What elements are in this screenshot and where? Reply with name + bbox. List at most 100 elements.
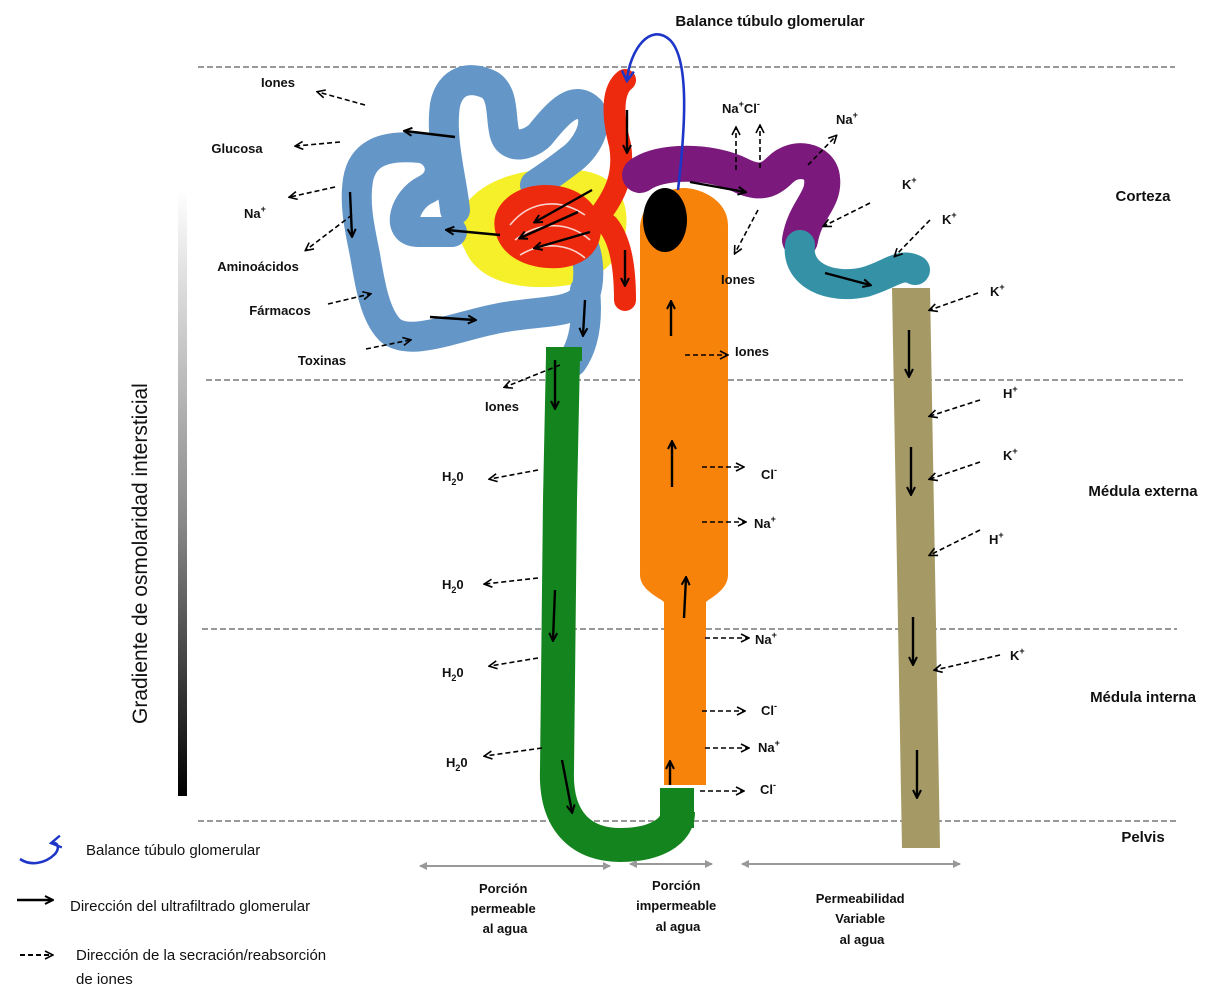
- label-impermeable-line1: Porción: [652, 878, 700, 893]
- label-cl-ascending-3-text: Cl: [760, 782, 773, 797]
- label-permeable-line1: Porción: [479, 881, 527, 896]
- label-na-cl-distal: Na+Cl-: [722, 99, 760, 116]
- label-water-3-h: H: [442, 665, 451, 680]
- label-na-proximal: Na+: [244, 204, 266, 221]
- charge-minus: -: [774, 701, 777, 711]
- zone-medula-externa: Médula externa: [1088, 483, 1198, 500]
- label-na-proximal-text: Na: [244, 206, 261, 221]
- label-porcion-impermeable: Porción impermeable al agua: [636, 878, 720, 934]
- label-k-collecting-2: K+: [1010, 646, 1025, 663]
- transport-arrow: [318, 92, 365, 105]
- label-h-collecting-2: H+: [989, 530, 1004, 547]
- label-water-4: H20: [446, 755, 468, 773]
- transport-arrow: [930, 293, 978, 310]
- label-water-4-o: 0: [460, 755, 467, 770]
- label-k-distal-1: K+: [902, 175, 917, 192]
- charge-plus: +: [771, 514, 776, 524]
- label-permeable-line2: permeable: [471, 901, 536, 916]
- charge-plus: +: [1012, 384, 1017, 394]
- label-cl-ascending-1: Cl-: [761, 465, 777, 482]
- label-k-distal-2: K+: [942, 210, 957, 227]
- label-variable-line2: Variable: [835, 911, 885, 926]
- osmolarity-gradient-bar: [178, 190, 187, 796]
- label-permeabilidad-variable: Permeabilidad Variable al agua: [816, 891, 909, 947]
- ascending-limb: [640, 188, 728, 785]
- legend-feedback-icon: [20, 843, 58, 863]
- legend-balance-label: Balance túbulo glomerular: [86, 842, 260, 859]
- label-cl-ascending-2: Cl-: [761, 701, 777, 718]
- label-water-3-o: 0: [456, 665, 463, 680]
- charge-plus: +: [772, 630, 777, 640]
- zone-pelvis: Pelvis: [1121, 829, 1164, 846]
- label-glucosa: Glucosa: [211, 141, 263, 156]
- water-labels: H20 H20 H20 H20: [442, 469, 468, 773]
- label-na-distal-right: Na+: [836, 110, 858, 127]
- macula-densa: [643, 188, 687, 252]
- charge-plus: +: [911, 175, 916, 185]
- label-iones-proximal: Iones: [261, 75, 295, 90]
- label-iones-distal: Iones: [721, 272, 755, 287]
- label-water-1-h: H: [442, 469, 451, 484]
- transport-arrow: [485, 748, 542, 756]
- label-variable-line1: Permeabilidad: [816, 891, 905, 906]
- label-iones-ascending: Iones: [735, 344, 769, 359]
- transport-arrow: [935, 655, 1000, 670]
- transport-arrow: [296, 142, 340, 146]
- transport-arrow: [930, 400, 980, 416]
- charge-plus: +: [998, 530, 1003, 540]
- label-toxinas: Toxinas: [298, 353, 346, 368]
- label-na-ascending-1: Na+: [754, 514, 776, 531]
- charge-plus: +: [1019, 646, 1024, 656]
- zone-medula-interna: Médula interna: [1090, 689, 1197, 706]
- label-cl-distal: Cl: [744, 101, 757, 116]
- label-water-3: H20: [442, 665, 464, 683]
- label-cl-ascending-2-text: Cl: [761, 703, 774, 718]
- label-permeable-line3: al agua: [483, 921, 529, 936]
- legend-secrecion-label: Dirección de la secración/reabsorción de…: [76, 947, 330, 988]
- label-variable-line3: al agua: [840, 932, 886, 947]
- label-na-ascending-2-text: Na: [755, 632, 772, 647]
- label-iones-descending: Iones: [485, 399, 519, 414]
- transport-arrow: [290, 187, 335, 197]
- charge-plus: +: [999, 282, 1004, 292]
- ascending-limb-base: [660, 788, 694, 828]
- label-water-2-h: H: [442, 577, 451, 592]
- label-k-collecting-1: K+: [1003, 446, 1018, 463]
- label-na-ascending-2: Na+: [755, 630, 777, 647]
- transport-arrow: [485, 578, 538, 584]
- transport-arrow: [490, 658, 538, 666]
- connecting-tubule: [800, 245, 915, 284]
- osmolarity-gradient-label: Gradiente de osmolaridad intersticial: [129, 383, 152, 724]
- legend-secrecion-line2: de iones: [76, 971, 133, 988]
- label-water-1: H20: [442, 469, 464, 487]
- label-cl-ascending-3: Cl-: [760, 780, 776, 797]
- label-water-2: H20: [442, 577, 464, 595]
- label-farmacos: Fármacos: [249, 303, 310, 318]
- label-na-distal: Na: [722, 101, 739, 116]
- label-impermeable-line2: impermeable: [636, 898, 716, 913]
- transport-arrow: [735, 210, 758, 253]
- transport-arrow: [930, 530, 980, 555]
- zone-corteza: Corteza: [1115, 188, 1171, 205]
- label-na-ascending-3-text: Na: [758, 740, 775, 755]
- label-porcion-permeable: Porción permeable al agua: [471, 881, 540, 936]
- charge-minus: -: [773, 780, 776, 790]
- label-water-1-o: 0: [456, 469, 463, 484]
- descending-limb-top: [546, 347, 582, 361]
- label-na-ascending-1-text: Na: [754, 516, 771, 531]
- transport-arrow: [895, 220, 930, 256]
- label-na-distal-right-text: Na: [836, 112, 853, 127]
- label-h-collecting-1-text: H: [1003, 386, 1012, 401]
- charge-plus: +: [1012, 446, 1017, 456]
- diagram-title: Balance túbulo glomerular: [675, 13, 864, 30]
- transport-arrow: [930, 462, 980, 479]
- label-water-2-o: 0: [456, 577, 463, 592]
- charge-minus: -: [774, 465, 777, 475]
- transport-arrow: [306, 215, 352, 250]
- label-na-ascending-3: Na+: [758, 738, 780, 755]
- label-aminoacidos: Aminoácidos: [217, 259, 299, 274]
- charge-plus: +: [853, 110, 858, 120]
- legend: Balance túbulo glomerular Dirección del …: [17, 842, 330, 988]
